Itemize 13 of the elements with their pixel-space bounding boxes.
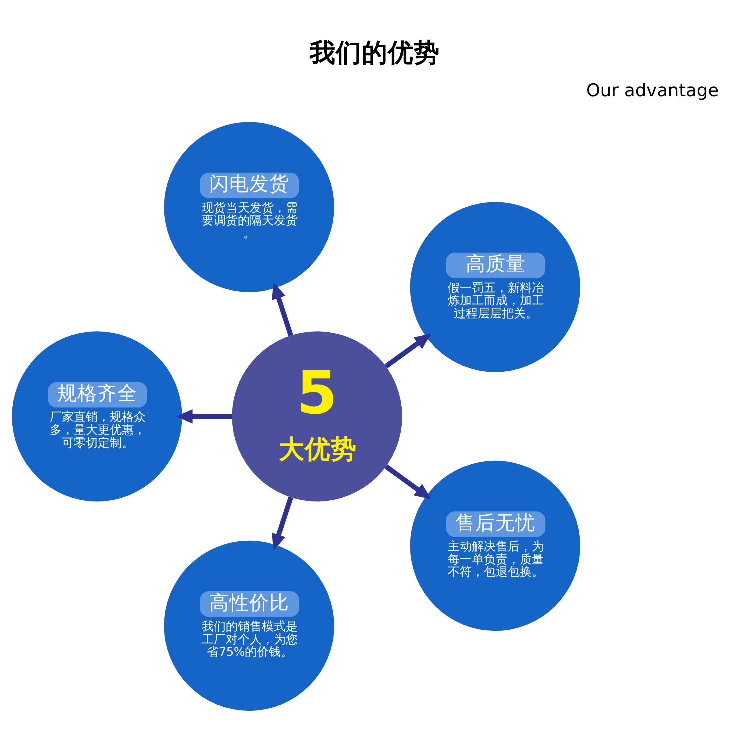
node-circle: 规格齐全 厂家直销，规格众多，量大更优惠，可零切定制。 bbox=[12, 331, 182, 502]
label: Our advantage bbox=[586, 80, 720, 101]
arrow bbox=[384, 464, 432, 500]
node-circle: 闪电发货 现货当天发货，需要调货的隔天发货。 bbox=[164, 122, 334, 292]
arrow bbox=[272, 282, 294, 336]
node-circle: 5 大优势 bbox=[232, 331, 402, 502]
diagram-title: 我们的优势 bbox=[310, 38, 440, 68]
arrow bbox=[272, 496, 294, 550]
arrow bbox=[176, 408, 232, 424]
node-circle: 高质量 假一罚五，新料冶炼加工而成，加工过程层层把关。 bbox=[410, 202, 580, 372]
node-circle: 高性价比 我们的销售模式是工厂对个人，为您省75%的价钱。 bbox=[164, 540, 334, 711]
node-circle: 售后无忧 主动解决售后，为每一单负责，质量不符，包退包换。 bbox=[410, 460, 580, 631]
arrow bbox=[384, 333, 432, 368]
